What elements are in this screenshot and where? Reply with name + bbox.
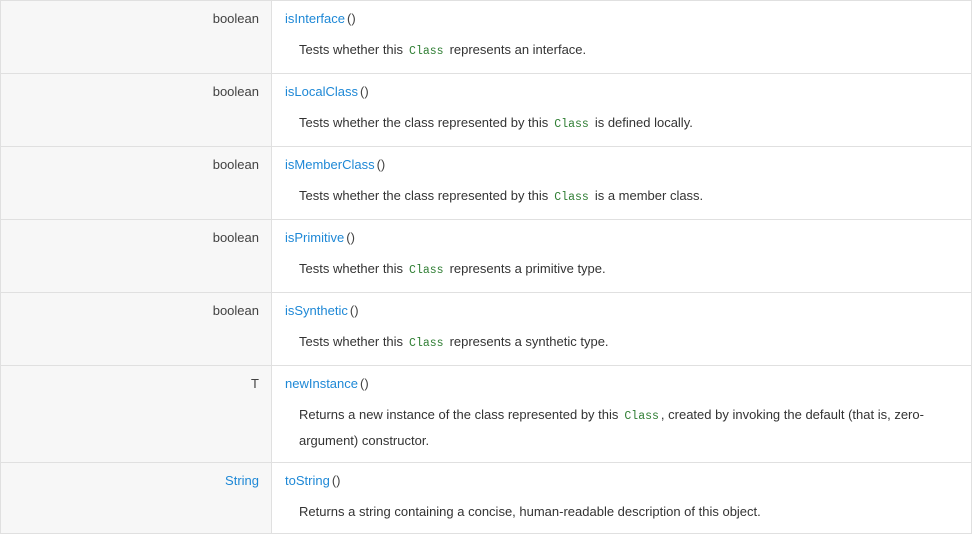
method-parens: ()	[359, 84, 369, 99]
method-description: Returns a new instance of the class repr…	[299, 403, 939, 453]
return-type-cell: String	[0, 462, 272, 534]
method-parens: ()	[346, 11, 356, 26]
return-type-cell: boolean	[0, 0, 272, 74]
table-row: boolean isMemberClass() Tests whether th…	[0, 146, 972, 220]
description-text: represents a primitive type.	[449, 261, 606, 276]
method-cell: isInterface() Tests whether this Class rep…	[271, 0, 972, 74]
return-type: boolean	[212, 11, 259, 26]
return-type-link-string[interactable]: String	[225, 473, 259, 488]
inline-code: Class	[624, 410, 659, 423]
method-signature: isInterface()	[285, 11, 959, 27]
method-link-isprimitive[interactable]: isPrimitive	[285, 230, 345, 245]
inline-code: Class	[409, 337, 444, 350]
method-parens: ()	[349, 303, 359, 318]
method-parens: ()	[346, 230, 355, 245]
table-row: boolean isLocalClass() Tests whether the…	[0, 73, 972, 147]
method-parens: ()	[331, 473, 341, 488]
method-link-tostring[interactable]: toString	[285, 473, 330, 488]
description-text: Tests whether the class represented by t…	[299, 115, 549, 130]
description-text: , created by invoking the default (that …	[299, 407, 924, 448]
return-type: boolean	[212, 157, 259, 172]
method-signature: isPrimitive()	[285, 230, 959, 246]
return-type: boolean	[212, 84, 259, 99]
method-signature: toString()	[285, 473, 959, 489]
return-type-cell: T	[0, 365, 272, 463]
description-text: represents an interface.	[449, 42, 587, 57]
method-cell: isSynthetic() Tests whether this Class rep…	[271, 292, 972, 366]
description-text: Returns a string containing a concise, h…	[299, 504, 761, 519]
method-description: Tests whether this Class represents an int…	[299, 38, 959, 64]
description-text: is a member class.	[594, 188, 704, 203]
method-signature: isSynthetic()	[285, 303, 959, 319]
description-text: Tests whether this	[299, 261, 404, 276]
method-description: Tests whether this Class represents a prim…	[299, 257, 959, 283]
method-cell: isMemberClass() Tests whether the class …	[271, 146, 972, 220]
inline-code: Class	[409, 264, 444, 277]
return-type: T	[251, 376, 259, 391]
return-type-cell: boolean	[0, 219, 272, 293]
method-description: Tests whether the class represented by t…	[299, 184, 959, 210]
return-type-cell: boolean	[0, 146, 272, 220]
method-link-isinterface[interactable]: isInterface	[285, 11, 345, 26]
method-signature: isMemberClass()	[285, 157, 959, 173]
description-text: Tests whether this	[299, 42, 404, 57]
return-type: boolean	[212, 230, 259, 245]
description-text: Tests whether this	[299, 334, 404, 349]
table-row: boolean isInterface() Tests whether this…	[0, 0, 972, 74]
method-description: Tests whether this Class represents a synt…	[299, 330, 959, 356]
return-type-cell: boolean	[0, 73, 272, 147]
return-type: boolean	[212, 303, 259, 318]
table-row: boolean isSynthetic() Tests whether this…	[0, 292, 972, 366]
inline-code: Class	[554, 118, 589, 131]
method-signature: isLocalClass()	[285, 84, 959, 100]
description-text: represents a synthetic type.	[449, 334, 609, 349]
return-type-cell: boolean	[0, 292, 272, 366]
description-text: is defined locally.	[594, 115, 693, 130]
method-signature: newInstance()	[285, 376, 959, 392]
method-link-ismemberclass[interactable]: isMemberClass	[285, 157, 375, 172]
method-parens: ()	[360, 376, 369, 391]
method-description: Tests whether the class represented by t…	[299, 111, 959, 137]
inline-code: Class	[409, 45, 444, 58]
method-cell: toString() Returns a string containing a…	[271, 462, 972, 534]
table-row: String toString() Returns a string conta…	[0, 462, 972, 534]
method-description: Returns a string containing a concise, h…	[299, 500, 959, 524]
method-cell: isPrimitive() Tests whether this Class rep…	[271, 219, 972, 293]
method-cell: isLocalClass() Tests whether the class r…	[271, 73, 972, 147]
inline-code: Class	[554, 191, 589, 204]
description-text: Tests whether the class represented by t…	[299, 188, 549, 203]
table-row: T newInstance() Returns a new instance o…	[0, 365, 972, 463]
method-parens: ()	[376, 157, 386, 172]
method-link-issynthetic[interactable]: isSynthetic	[285, 303, 348, 318]
method-cell: newInstance() Returns a new instance of …	[271, 365, 972, 463]
method-link-islocalclass[interactable]: isLocalClass	[285, 84, 358, 99]
description-text: Returns a new instance of the class repr…	[299, 407, 619, 422]
method-link-newinstance[interactable]: newInstance	[285, 376, 358, 391]
table-row: boolean isPrimitive() Tests whether this…	[0, 219, 972, 293]
